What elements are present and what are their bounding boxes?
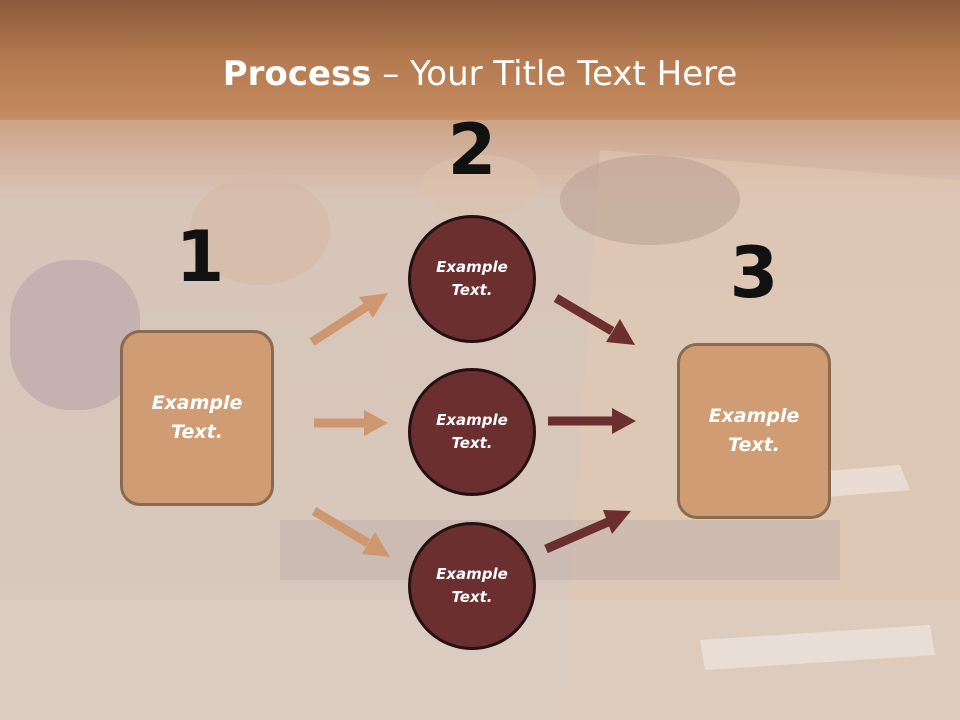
circle-middle-line1: Example [436, 411, 508, 429]
left-box-line1: Example [151, 392, 243, 414]
arrow-left-to-middle [314, 410, 388, 436]
circle-bottom-line2: Text. [451, 588, 493, 606]
arrow-top-to-right [553, 294, 635, 345]
slide-title: Process – Your Title Text Here [0, 52, 960, 96]
step-number-2: 2 [447, 109, 497, 191]
circle-middle-line2: Text. [451, 434, 493, 452]
step-number-3: 3 [729, 232, 779, 314]
title-bold: Process [222, 54, 372, 94]
arrow-left-to-bottom [311, 507, 390, 557]
circle-middle: Example Text. [408, 368, 536, 496]
arrow-bottom-to-right [544, 510, 631, 554]
title-rest: – Your Title Text Here [371, 54, 738, 94]
step-number-1: 1 [175, 216, 225, 298]
left-box-line2: Text. [171, 421, 223, 443]
arrow-left-to-top [309, 293, 388, 346]
circle-top-line1: Example [436, 258, 508, 276]
right-box: Example Text. [677, 343, 831, 519]
right-box-line2: Text. [728, 434, 780, 456]
circle-bottom-line1: Example [436, 565, 508, 583]
left-box: Example Text. [120, 330, 274, 506]
arrow-middle-to-right [548, 408, 636, 434]
circle-top: Example Text. [408, 215, 536, 343]
right-box-line1: Example [708, 405, 800, 427]
circle-bottom: Example Text. [408, 522, 536, 650]
circle-top-line2: Text. [451, 281, 493, 299]
